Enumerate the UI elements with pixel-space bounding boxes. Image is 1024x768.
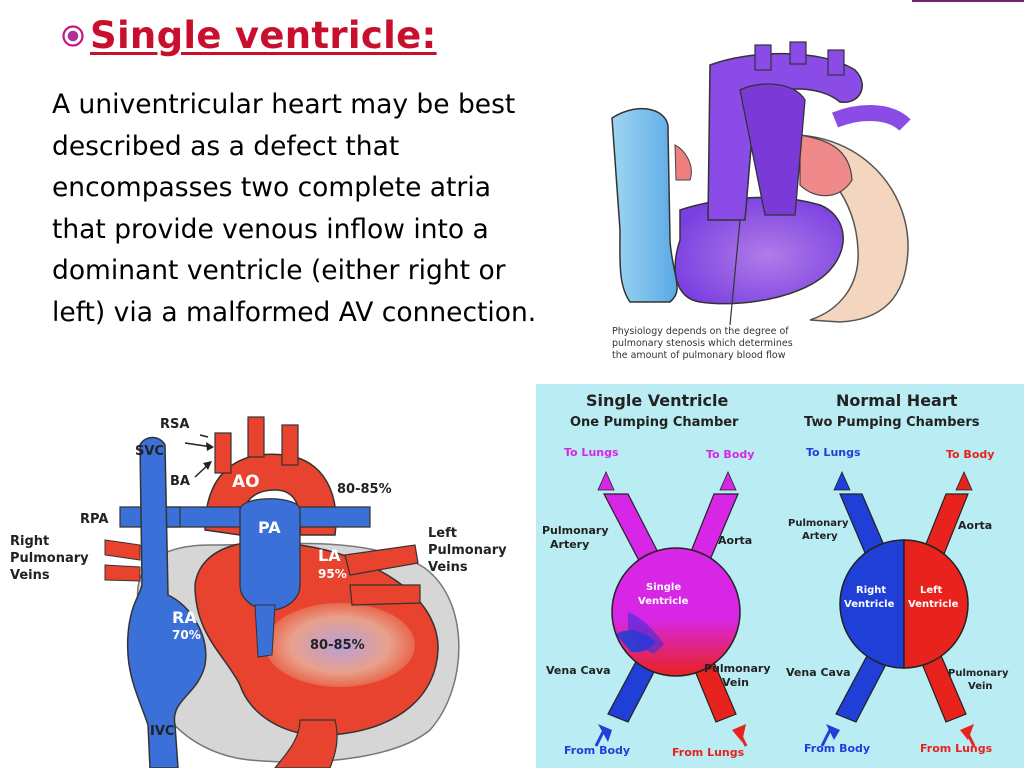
single-pulm-vein-2: Vein [722, 676, 749, 689]
slide-body-text: A univentricular heart may be best descr… [52, 89, 537, 328]
label-ao: AO [232, 472, 260, 492]
normal-from-body: From Body [804, 742, 870, 755]
label-right-pulmonary-1: Right [10, 534, 49, 549]
illustration-caption-line-3: the amount of pulmonary blood flow [612, 350, 786, 361]
illustration-caption-line-1: Physiology depends on the degree of [612, 326, 789, 337]
label-left-pulmonary-1: Left [428, 526, 457, 541]
label-ra: RA [172, 608, 197, 627]
slide-title: Single ventricle: [90, 14, 437, 57]
single-ventricle-label-2: Ventricle [638, 596, 689, 607]
single-subtitle: One Pumping Chamber [570, 415, 739, 430]
label-left-pulmonary-2: Pulmonary [428, 543, 507, 558]
single-from-lungs: From Lungs [672, 746, 745, 759]
label-sat-ao: 80-85% [337, 482, 392, 497]
bullet-circle-icon [62, 24, 84, 47]
single-pulm-artery-1: Pulmonary [542, 524, 609, 537]
normal-left-label-1: Left [920, 585, 943, 596]
single-aorta: Aorta [718, 534, 752, 547]
normal-title: Normal Heart [836, 391, 958, 410]
normal-pulm-vein-2: Vein [968, 681, 993, 692]
normal-pulm-vein-1: Pulmonary [948, 668, 1009, 679]
label-ivc: IVC [150, 724, 174, 739]
normal-pulm-artery-2: Artery [802, 531, 838, 542]
normal-aorta: Aorta [958, 519, 992, 532]
single-vs-normal-comparison-panel: Single Ventricle One Pumping Chamber To … [536, 384, 1024, 768]
single-to-body: To Body [706, 448, 754, 461]
label-left-pulmonary-3: Veins [428, 560, 468, 575]
single-ventricle-saturation-diagram: RSA SVC BA RPA 80-85% Left Pulmonary Vei… [0, 395, 530, 768]
normal-right-label-2: Ventricle [844, 599, 895, 610]
normal-subtitle: Two Pumping Chambers [804, 415, 980, 430]
heart-anatomy-illustration: Physiology depends on the degree of pulm… [590, 40, 922, 368]
single-pulm-vein-1: Pulmonary [704, 662, 771, 675]
single-title: Single Ventricle [586, 391, 729, 410]
label-ba: BA [170, 474, 190, 489]
single-to-lungs: To Lungs [564, 446, 619, 459]
single-ventricle-label-1: Single [646, 582, 681, 593]
label-right-pulmonary-2: Pulmonary [10, 551, 89, 566]
label-right-pulmonary-3: Veins [10, 568, 50, 583]
normal-right-label-1: Right [856, 585, 886, 596]
single-pulm-artery-2: Artery [550, 538, 589, 551]
normal-from-lungs: From Lungs [920, 742, 993, 755]
normal-vena-cava: Vena Cava [786, 666, 851, 679]
label-svc: SVC [135, 444, 164, 459]
single-from-body: From Body [564, 744, 630, 757]
decorative-corner-line [912, 0, 1024, 2]
illustration-caption-line-2: pulmonary stenosis which determines [612, 338, 793, 349]
normal-pulm-artery-1: Pulmonary [788, 518, 849, 529]
label-pa: PA [258, 518, 281, 537]
single-vena-cava: Vena Cava [546, 664, 611, 677]
normal-to-lungs: To Lungs [806, 446, 861, 459]
label-sat-ra: 70% [172, 628, 201, 642]
normal-to-body: To Body [946, 448, 994, 461]
label-sat-ventricle: 80-85% [310, 638, 365, 653]
label-rpa: RPA [80, 512, 108, 527]
label-rsa: RSA [160, 417, 189, 432]
label-sat-la: 95% [318, 567, 347, 581]
slide-title-row: Single ventricle: [62, 14, 437, 57]
normal-left-label-2: Ventricle [908, 599, 959, 610]
label-la: LA [318, 546, 341, 565]
